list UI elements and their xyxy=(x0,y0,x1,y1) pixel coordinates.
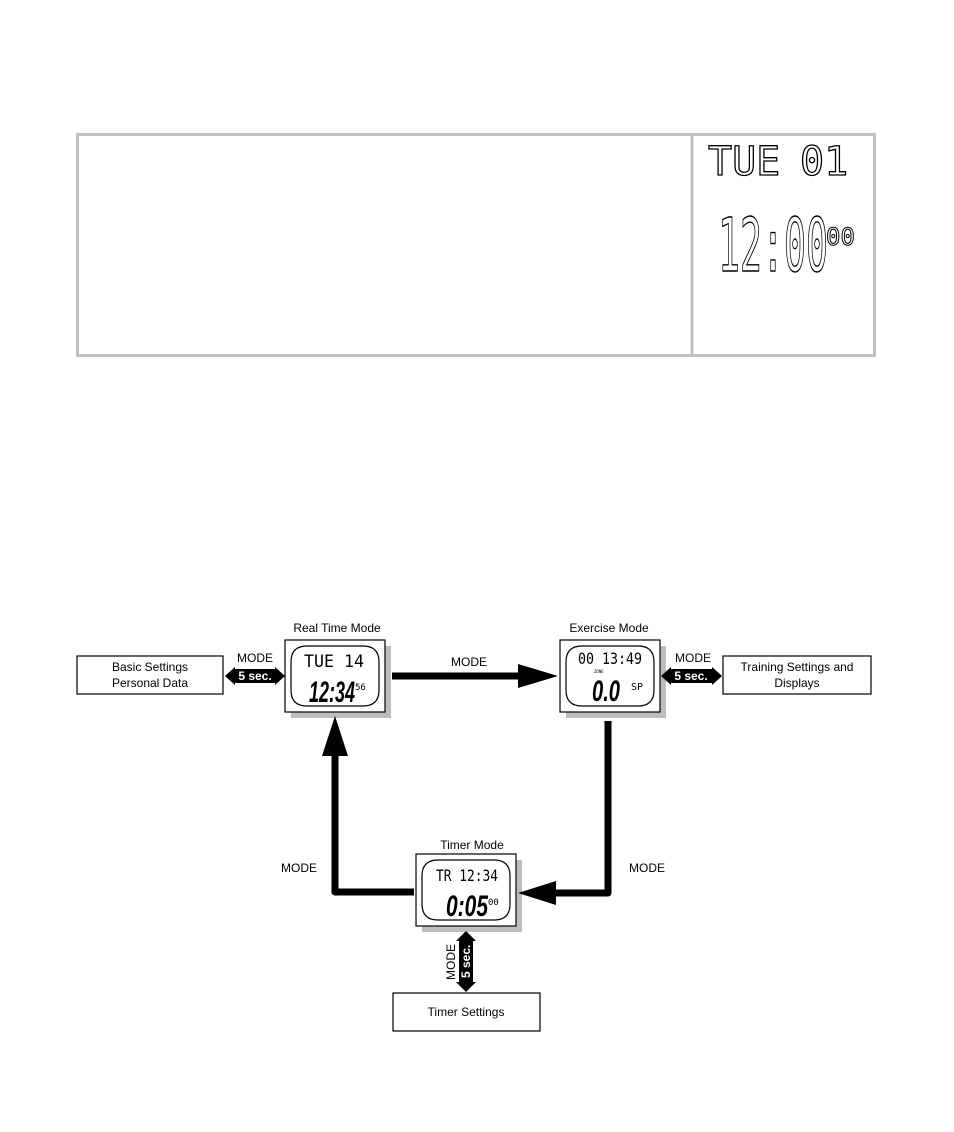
training-settings-line-2: Displays xyxy=(774,676,819,690)
watch-screen xyxy=(290,645,380,707)
panel-frame xyxy=(76,133,876,357)
basic-settings-box: Basic Settings Personal Data xyxy=(76,655,224,695)
arrow-label-mode: MODE xyxy=(281,861,317,875)
hold-label: 5 sec. xyxy=(674,669,707,683)
arrow-head xyxy=(518,664,558,688)
hold-label: 5 sec. xyxy=(238,669,271,683)
watch-screen xyxy=(421,859,511,921)
double-arrow xyxy=(661,667,722,685)
lcd-seconds: 00 xyxy=(826,223,855,251)
timer-settings-label: Timer Settings xyxy=(428,1005,505,1019)
timer-mode-title: Timer Mode xyxy=(440,838,504,852)
arrow-shaft xyxy=(554,721,612,897)
arrow-head xyxy=(322,716,348,756)
hold-arrow-basic-settings: 5 sec. MODE xyxy=(225,651,285,685)
arrow-realtime-to-exercise: MODE xyxy=(392,655,558,688)
lcd-main-time: 12:34 xyxy=(309,676,355,709)
box-frame xyxy=(76,655,224,695)
exercise-mode: Exercise Mode 00 13:49 ZONE 0.0 SP xyxy=(559,621,666,718)
mode-description-panel: TUE 01 12:00 00 xyxy=(76,133,876,357)
hold-arrow-timer-settings: 5 sec. MODE xyxy=(444,931,476,992)
lcd-top-line: 00 13:49 xyxy=(578,649,642,668)
basic-settings-line-2: Personal Data xyxy=(112,676,188,690)
lcd-time: 12:00 xyxy=(718,203,828,289)
lcd-main-time: 0:05 xyxy=(446,890,489,923)
arrow-label-mode: MODE xyxy=(629,861,665,875)
training-settings-line-1: Training Settings and xyxy=(741,660,854,674)
arrow-label-mode: MODE xyxy=(675,651,711,665)
arrow-label-mode: MODE xyxy=(451,655,487,669)
watch-screen xyxy=(565,645,655,707)
real-time-mode: Real Time Mode TUE 14 12:34 56 xyxy=(284,621,391,718)
double-arrow xyxy=(225,667,285,685)
lcd-top-line: TR 12:34 xyxy=(436,866,498,885)
arrow-timer-to-realtime: MODE xyxy=(281,716,414,896)
training-settings-box: Training Settings and Displays xyxy=(722,655,872,695)
lcd-date: 01 xyxy=(800,139,848,185)
mode-flow-diagram: Real Time Mode TUE 14 12:34 56 Exercise … xyxy=(76,621,872,1032)
arrow-exercise-to-timer: MODE xyxy=(518,721,665,905)
box-frame xyxy=(392,992,541,1032)
watch-lcd-display: TUE 01 12:00 00 xyxy=(707,138,855,289)
exercise-mode-title: Exercise Mode xyxy=(569,621,649,635)
lcd-unit: SP xyxy=(631,682,643,693)
arrow-label-mode: MODE xyxy=(444,944,458,980)
lcd-seconds: 56 xyxy=(355,683,366,693)
timer-mode: Timer Mode TR 12:34 0:05 00 xyxy=(415,838,522,932)
timer-settings-box: Timer Settings xyxy=(392,992,541,1032)
hold-arrow-training-settings: 5 sec. MODE xyxy=(661,651,722,685)
lcd-day: TUE xyxy=(708,139,780,185)
real-time-mode-title: Real Time Mode xyxy=(293,621,381,635)
lcd-main-value: 0.0 xyxy=(592,675,620,708)
basic-settings-line-1: Basic Settings xyxy=(112,660,188,674)
arrow-head xyxy=(518,881,556,905)
arrow-label-mode: MODE xyxy=(237,651,273,665)
lcd-top-line: TUE 14 xyxy=(304,652,364,672)
double-arrow xyxy=(456,931,476,992)
arrow-shaft xyxy=(331,752,414,896)
hold-label: 5 sec. xyxy=(459,945,473,978)
box-frame xyxy=(722,655,872,695)
lcd-hundredths: 00 xyxy=(488,898,499,908)
lcd-zone-label: ZONE xyxy=(594,669,604,674)
